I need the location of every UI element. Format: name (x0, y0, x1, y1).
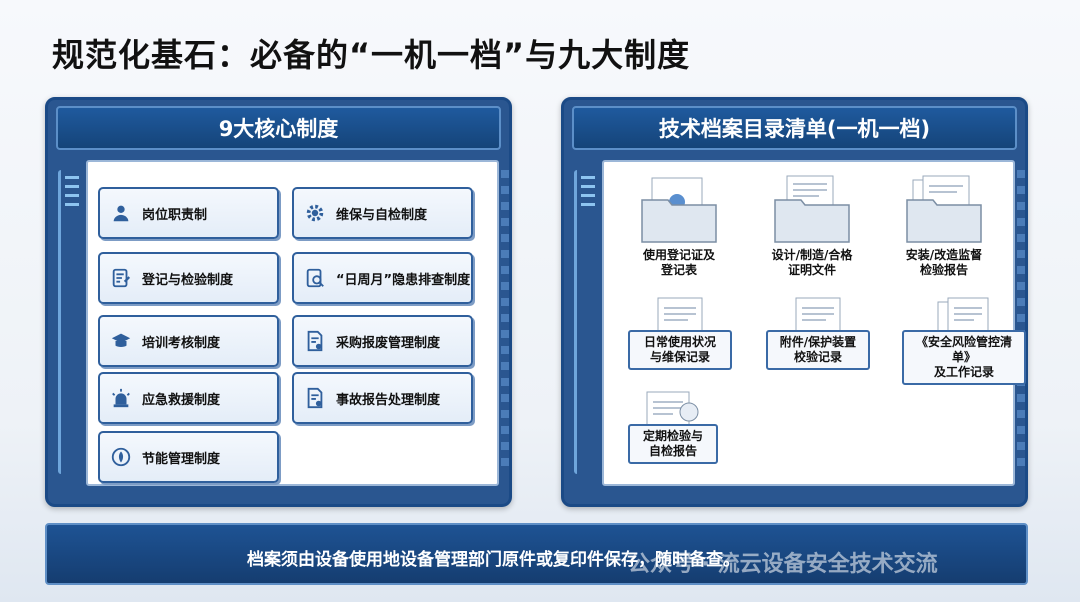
system-card-registration[interactable]: 登记与检验制度 (98, 252, 279, 304)
archive-item-risk-control-list[interactable]: 《安全风险管控清单》 及工作记录 (902, 296, 1026, 385)
technical-archive-list: 使用登记证及 登记表 设计/制造/合格 证明文件 安装/改造监督 检验报告 日常… (602, 160, 1026, 486)
system-card-accident-report[interactable]: 事故报告处理制度 (292, 372, 473, 424)
archive-item-label: 设计/制造/合格 证明文件 (771, 248, 853, 277)
leaf-icon (110, 446, 132, 468)
edge-decoration (1017, 170, 1025, 474)
system-card-job-responsibility[interactable]: 岗位职责制 (98, 187, 279, 239)
system-card-label: 培训考核制度 (142, 335, 221, 351)
technical-archive-panel: 技术档案目录清单(一机一档) 使用登记证及 登记表 设计/制造/合格 证明文件 … (561, 97, 1028, 507)
core-systems-panel: 9大核心制度 岗位职责制 维保与自检制度 登记与检验制度 “日周月”隐患 (45, 97, 512, 507)
footer-note: 档案须由设备使用地设备管理部门原件或复印件保存，随时备查。 (247, 550, 740, 570)
system-card-label: “日周月”隐患排查制度 (336, 272, 471, 288)
folder-reports-icon (903, 174, 985, 246)
archive-item-label: 日常使用状况 与维保记录 (628, 330, 732, 370)
graduation-cap-icon (110, 330, 132, 352)
system-card-hazard-check[interactable]: “日周月”隐患排查制度 (292, 252, 473, 304)
system-card-label: 采购报废管理制度 (336, 335, 441, 351)
page-title: 规范化基石：必备的“一机一档”与九大制度 (52, 36, 691, 74)
archive-item-registration-certificate[interactable]: 使用登记证及 登记表 (619, 174, 739, 278)
system-card-label: 维保与自检制度 (336, 207, 428, 223)
side-decoration (574, 170, 596, 474)
system-card-training[interactable]: 培训考核制度 (98, 315, 279, 367)
person-icon (110, 202, 132, 224)
core-systems-header: 9大核心制度 (56, 106, 501, 150)
archive-item-label: 安装/改造监督 检验报告 (905, 248, 983, 277)
system-card-label: 岗位职责制 (142, 207, 208, 223)
archive-item-label: 附件/保护装置 校验记录 (766, 330, 870, 370)
system-card-energy-saving[interactable]: 节能管理制度 (98, 431, 279, 483)
alarm-light-icon (110, 387, 132, 409)
system-card-maintenance[interactable]: 维保与自检制度 (292, 187, 473, 239)
watermark: 公众号 · 流云设备安全技术交流 (628, 552, 938, 577)
core-systems-list: 岗位职责制 维保与自检制度 登记与检验制度 “日周月”隐患排查制度 培训考核制度 (86, 160, 499, 486)
system-card-label: 登记与检验制度 (142, 272, 234, 288)
system-card-label: 事故报告处理制度 (336, 392, 441, 408)
gear-icon (304, 202, 326, 224)
folder-documents-icon (771, 174, 853, 246)
archive-item-periodic-inspection[interactable]: 定期检验与 自检报告 (628, 390, 718, 464)
technical-archive-header: 技术档案目录清单(一机一档) (572, 106, 1017, 150)
clipboard-edit-icon (110, 267, 132, 289)
archive-item-design-documents[interactable]: 设计/制造/合格 证明文件 (752, 174, 872, 278)
archive-item-label: 《安全风险管控清单》 及工作记录 (902, 330, 1026, 385)
document-check-icon (304, 387, 326, 409)
system-card-label: 应急救援制度 (142, 392, 221, 408)
side-decoration (58, 170, 80, 474)
archive-item-installation-report[interactable]: 安装/改造监督 检验报告 (884, 174, 1004, 278)
document-settings-icon (304, 330, 326, 352)
clipboard-search-icon (304, 267, 326, 289)
archive-item-daily-use-records[interactable]: 日常使用状况 与维保记录 (628, 296, 732, 370)
system-card-emergency[interactable]: 应急救援制度 (98, 372, 279, 424)
system-card-label: 节能管理制度 (142, 451, 221, 467)
archive-item-label: 定期检验与 自检报告 (628, 424, 718, 464)
system-card-procurement[interactable]: 采购报废管理制度 (292, 315, 473, 367)
edge-decoration (501, 170, 509, 474)
archive-item-label: 使用登记证及 登记表 (642, 248, 715, 277)
footer-note-bar: 档案须由设备使用地设备管理部门原件或复印件保存，随时备查。 (45, 523, 1028, 585)
archive-item-accessory-calibration[interactable]: 附件/保护装置 校验记录 (766, 296, 870, 370)
folder-certificate-icon (638, 174, 720, 246)
